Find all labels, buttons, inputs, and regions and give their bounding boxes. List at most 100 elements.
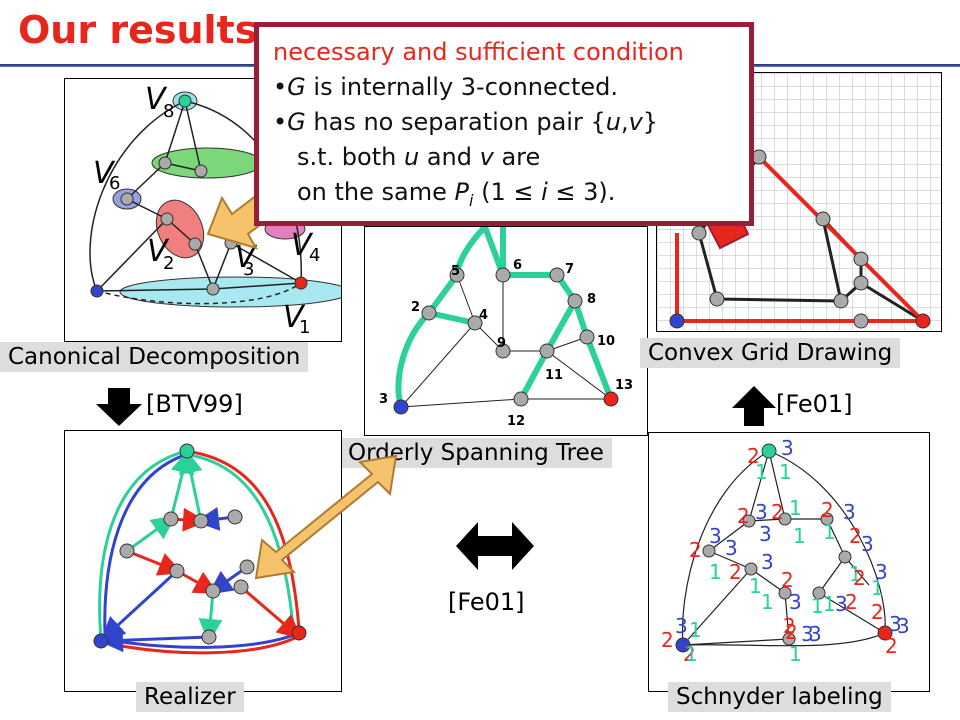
schnyder-labeling-label: Schnyder labeling	[668, 682, 891, 712]
schnyder-label: 1	[689, 618, 702, 642]
bullet: •	[273, 108, 288, 136]
schnyder-label: 3	[755, 500, 768, 524]
v3-sub: 3	[243, 259, 254, 280]
popup-heading: necessary and sufficient condition	[273, 38, 684, 66]
popup-line-3: s.t. both u and v are	[273, 140, 735, 175]
close-brace: }	[642, 108, 659, 136]
schnyder-label: 1	[755, 460, 768, 484]
schnyder-label: 2	[781, 568, 794, 592]
schnyder-label: 2	[689, 538, 702, 562]
g-symbol: G	[287, 108, 306, 136]
node-num-4: 4	[479, 308, 488, 323]
schnyder-label: 3	[801, 622, 814, 646]
schnyder-label: 3	[675, 614, 688, 638]
v1-label: V	[283, 300, 306, 335]
orderly-spanning-tree-panel: 2 3 4 5 6 7 8 9 10 11 12 13	[364, 226, 648, 436]
schnyder-label: 1	[823, 592, 836, 616]
schnyder-label: 1	[749, 574, 762, 598]
schnyder-label: 1	[849, 562, 862, 586]
btv99-citation: [BTV99]	[146, 390, 243, 418]
down-arrow-icon	[96, 388, 142, 426]
schnyder-label: 2	[771, 500, 784, 524]
orderly-tree-graph: 2 3 4 5 6 7 8 9 10 11 12 13	[379, 227, 633, 429]
realizer-label: Realizer	[136, 682, 244, 712]
page-title: Our results	[18, 8, 258, 52]
node-num-5: 5	[451, 264, 460, 279]
line1-text: is internally 3-connected.	[305, 73, 619, 101]
schnyder-label: 1	[811, 594, 824, 618]
line2-text: has no separation pair {	[305, 108, 606, 136]
comma: ,	[620, 108, 629, 136]
node-num-11: 11	[545, 368, 563, 383]
v2-label: V	[147, 234, 170, 269]
schnyder-label: 2	[821, 498, 834, 522]
v-symbol: v	[628, 108, 643, 136]
schnyder-label: 2	[849, 524, 862, 548]
are-text: are	[493, 143, 541, 171]
p-symbol: P	[454, 178, 470, 206]
fe01-citation-center: [Fe01]	[448, 588, 525, 616]
schnyder-label: 3	[889, 612, 902, 636]
v2-sub: 2	[163, 253, 174, 274]
schnyder-label: 1	[709, 560, 722, 584]
up-arrow-icon	[732, 386, 776, 426]
node-num-6: 6	[513, 258, 522, 273]
convex-grid-drawing-label: Convex Grid Drawing	[640, 338, 901, 368]
and-text: and	[419, 143, 480, 171]
schnyder-label: 1	[793, 524, 806, 548]
schnyder-label: 1	[789, 496, 802, 520]
schnyder-label: 2	[729, 560, 742, 584]
node-num-8: 8	[587, 292, 596, 307]
bullet: •	[273, 73, 288, 101]
condition-popup: necessary and sufficient condition •G is…	[254, 22, 754, 226]
schnyder-label: 3	[809, 622, 822, 646]
schnyder-label: 1	[823, 520, 836, 544]
v4-sub: 4	[309, 245, 320, 266]
popup-line-1: •G is internally 3-connected.	[273, 70, 735, 105]
schnyder-label: 3	[709, 524, 722, 548]
schnyder-label: 1	[871, 576, 884, 600]
node-num-9: 9	[497, 336, 506, 351]
i-subscript: i	[469, 190, 474, 210]
schnyder-label: 1	[761, 590, 774, 614]
node-num-10: 10	[597, 334, 615, 349]
schnyder-label: 3	[897, 614, 910, 638]
canonical-decomposition-label: Canonical Decomposition	[0, 342, 309, 372]
schnyder-label: 2	[737, 504, 750, 528]
u-symbol: u	[605, 108, 621, 136]
v8-label: V	[145, 82, 168, 117]
v6-sub: 6	[109, 173, 120, 194]
schnyder-label: 3	[761, 550, 774, 574]
schnyder-label: 2	[783, 614, 796, 638]
line3-text: s.t. both	[297, 143, 404, 171]
v6-label: V	[93, 156, 116, 191]
node-num-7: 7	[565, 262, 574, 277]
node-num-2: 2	[411, 300, 420, 315]
schnyder-label: 3	[759, 522, 772, 546]
schnyder-label: 2	[885, 634, 898, 658]
popup-line-4: on the same Pi (1 ≤ i ≤ 3).	[273, 175, 735, 218]
g-symbol: G	[287, 73, 306, 101]
schnyder-label: 3	[861, 532, 874, 556]
schnyder-label: 2	[853, 566, 866, 590]
range-text: (1 ≤	[473, 178, 542, 206]
node-num-3: 3	[379, 392, 388, 407]
schnyder-label: 1	[685, 642, 698, 666]
schnyder-label: 3	[725, 536, 738, 560]
schnyder-label: 3	[789, 590, 802, 614]
fe01-citation-right: [Fe01]	[776, 390, 853, 418]
double-arrow-icon	[456, 522, 534, 570]
orderly-spanning-tree-label: Orderly Spanning Tree	[340, 438, 612, 468]
schnyder-label: 3	[835, 592, 848, 616]
line4-text: on the same	[297, 178, 455, 206]
schnyder-label: 2	[683, 642, 696, 666]
schnyder-label: 3	[875, 560, 888, 584]
schnyder-label: 2	[661, 628, 674, 652]
realizer-panel	[64, 430, 342, 692]
schnyder-label: 1	[789, 642, 802, 666]
schnyder-label: 1	[779, 460, 792, 484]
v1-sub: 1	[299, 317, 310, 338]
schnyder-label: 2	[845, 590, 858, 614]
